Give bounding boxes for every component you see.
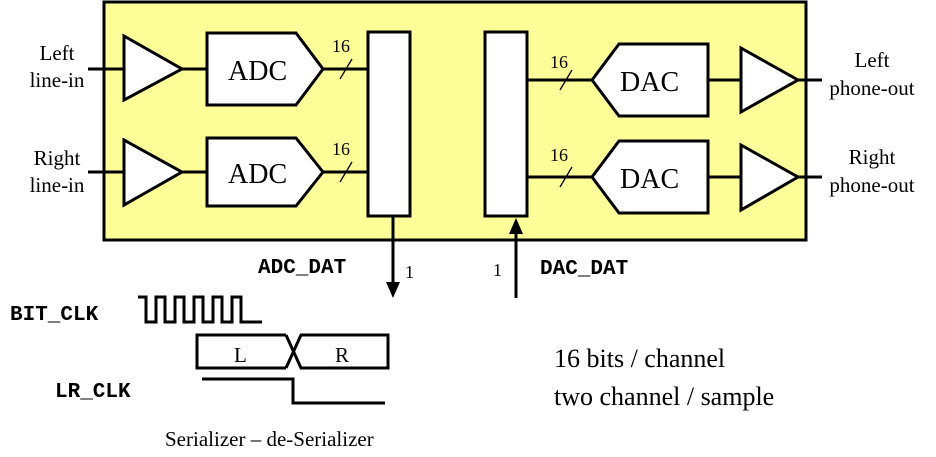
- adc-dat-width: 1: [405, 262, 414, 282]
- left-dac-chain: 16 DAC: [527, 42, 822, 118]
- lr-clk-waveform: [202, 377, 385, 405]
- dac-dat-label: DAC_DAT: [540, 258, 628, 281]
- right-adc-block: [205, 136, 325, 208]
- bit-clk-label: BIT_CLK: [10, 304, 99, 327]
- left-line-in-label-2: line-in: [30, 68, 85, 92]
- adc-dat-arrow: [386, 216, 400, 298]
- right-phone-out-label-2: phone-out: [829, 173, 914, 197]
- left-phone-out-label-1: Left: [855, 48, 890, 72]
- left-phone-out-label-2: phone-out: [829, 76, 914, 100]
- left-dac-label: DAC: [620, 67, 679, 98]
- frame-right-label: R: [335, 343, 349, 367]
- adc-dat-label: ADC_DAT: [258, 257, 346, 280]
- left-adc-chain: ADC 16: [88, 31, 368, 107]
- right-line-in-label-2: line-in: [30, 173, 85, 197]
- right-output-amplifier: [739, 142, 802, 213]
- serializer-register: [366, 30, 412, 218]
- right-adc-label: ADC: [228, 159, 287, 190]
- serializer-caption: Serializer – de-Serializer: [165, 427, 374, 451]
- left-adc-bus-width: 16: [332, 36, 350, 56]
- left-dac-bus-width: 16: [550, 52, 568, 72]
- note-channels-per-sample: two channel / sample: [554, 382, 774, 411]
- right-dac-chain: 16 DAC: [527, 139, 822, 215]
- right-adc-chain: ADC 16: [88, 136, 368, 208]
- right-dac-bus-width: 16: [550, 145, 568, 165]
- note-bits-per-channel: 16 bits / channel: [554, 344, 725, 373]
- left-line-in-label-1: Left: [40, 41, 75, 65]
- right-dac-label: DAC: [620, 164, 679, 195]
- right-input-amplifier: [122, 137, 186, 208]
- dac-dat-arrow: [509, 218, 523, 298]
- right-line-in-label-1: Right: [34, 146, 81, 170]
- deserializer-register: [483, 30, 529, 218]
- right-phone-out-label-1: Right: [849, 145, 896, 169]
- frame-left-label: L: [234, 343, 247, 367]
- bit-clk-waveform: [138, 295, 262, 324]
- left-adc-block: [205, 31, 325, 107]
- lr-clk-label: LR_CLK: [55, 381, 131, 404]
- left-output-amplifier: [739, 45, 802, 115]
- left-adc-label: ADC: [228, 56, 287, 87]
- right-adc-bus-width: 16: [332, 139, 350, 159]
- dac-dat-width: 1: [493, 260, 502, 280]
- lr-frame: L R: [195, 333, 390, 370]
- left-input-amplifier: [122, 33, 186, 103]
